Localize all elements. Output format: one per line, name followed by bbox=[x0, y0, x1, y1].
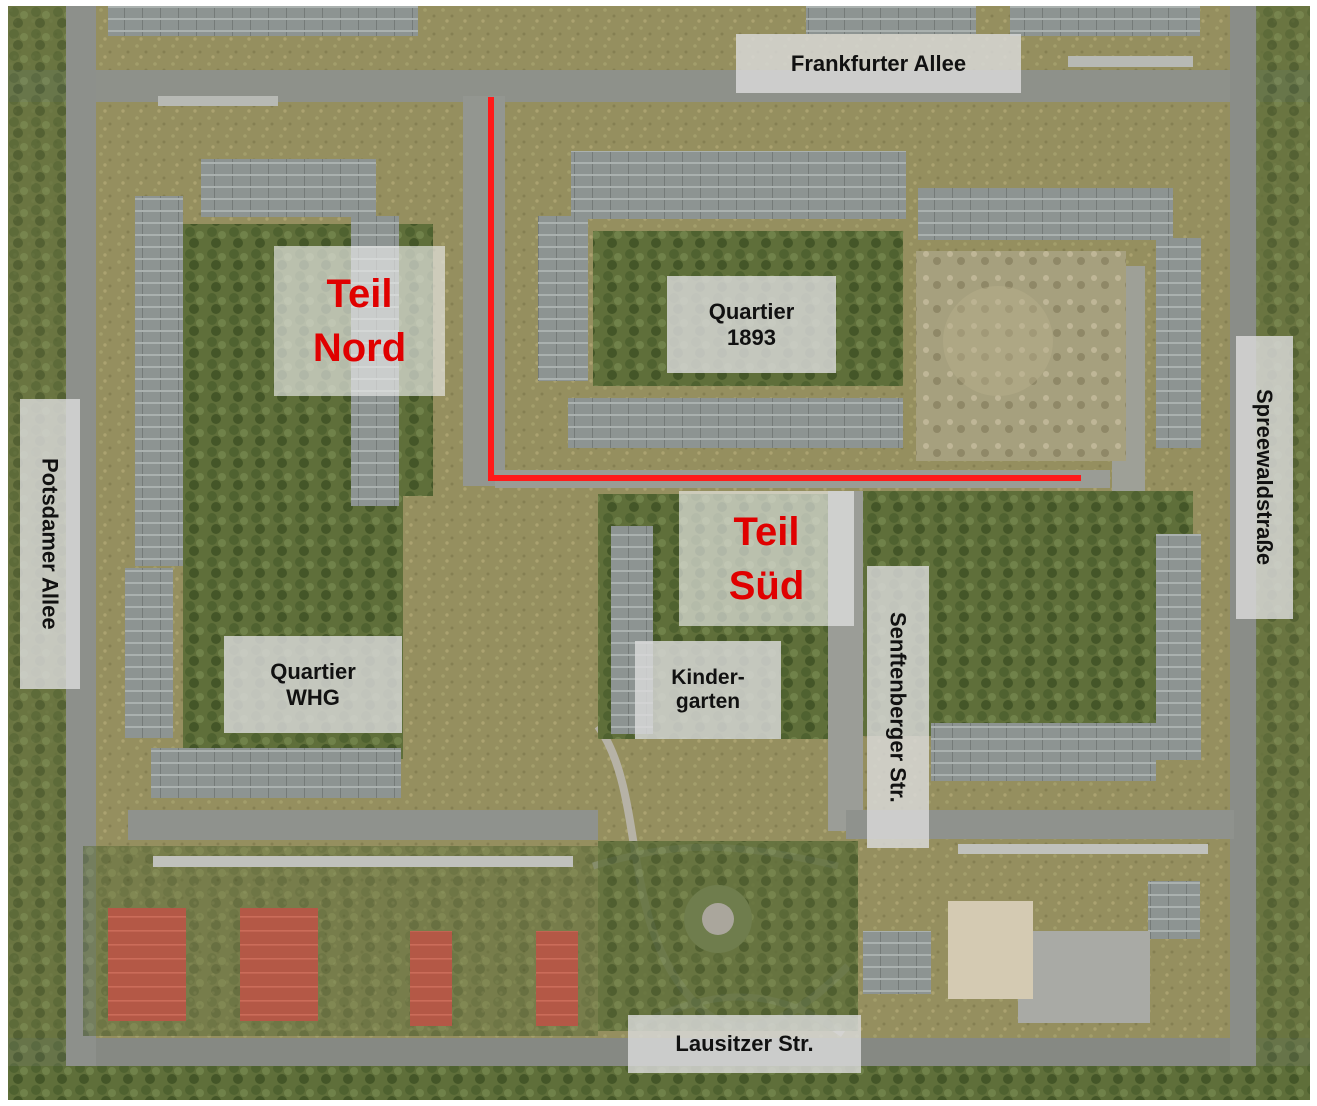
district-label-quartier-1893: Quartier 1893 bbox=[667, 276, 836, 373]
teil-sued-line1: Teil bbox=[733, 509, 800, 554]
district-label-quartier-whg: Quartier WHG bbox=[224, 636, 402, 733]
quartier-1893-line1: Quartier bbox=[708, 299, 795, 325]
plaza bbox=[684, 885, 1033, 999]
teil-nord-line1: Teil bbox=[326, 272, 393, 316]
quartier-whg-line2: WHG bbox=[286, 684, 340, 710]
senftenberger-str-text: Senftenberger Str. bbox=[885, 611, 911, 803]
spreewaldstrasse-text: Spreewaldstraße bbox=[1252, 389, 1278, 566]
kindergarten-line2: garten bbox=[675, 690, 741, 713]
street-label-lausitzer-str: Lausitzer Str. bbox=[628, 1015, 861, 1073]
teil-nord-line2: Nord bbox=[312, 326, 407, 370]
area-label-teil-nord: Teil Nord bbox=[274, 246, 445, 396]
quartier-whg-line1: Quartier bbox=[270, 659, 356, 685]
teil-sued-line2: Süd bbox=[728, 563, 805, 608]
parking-rows bbox=[153, 56, 1208, 867]
buildings bbox=[108, 6, 1201, 1026]
street-label-potsdamer-allee: Potsdamer Allee bbox=[20, 399, 80, 689]
kindergarten-line1: Kinder- bbox=[671, 665, 745, 689]
project-boundary-line bbox=[488, 97, 1081, 481]
street-label-frankfurter-allee: Frankfurter Allee bbox=[736, 34, 1021, 93]
frankfurter-allee-text: Frankfurter Allee bbox=[790, 50, 967, 76]
street-label-spreewaldstrasse: Spreewaldstraße bbox=[1236, 336, 1293, 619]
lausitzer-str-text: Lausitzer Str. bbox=[675, 1031, 814, 1057]
aerial-map: Frankfurter Allee Potsdamer Allee Spreew… bbox=[8, 6, 1310, 1100]
aerial-map-background bbox=[8, 6, 1310, 1100]
street-label-senftenberger-str: Senftenberger Str. bbox=[867, 566, 929, 848]
area-label-teil-sued: Teil Süd bbox=[679, 491, 854, 626]
construction-site bbox=[916, 251, 1126, 461]
quartier-1893-line2: 1893 bbox=[727, 324, 776, 350]
facility-label-kindergarten: Kinder- garten bbox=[635, 641, 781, 739]
potsdamer-allee-text: Potsdamer Allee bbox=[37, 458, 63, 630]
